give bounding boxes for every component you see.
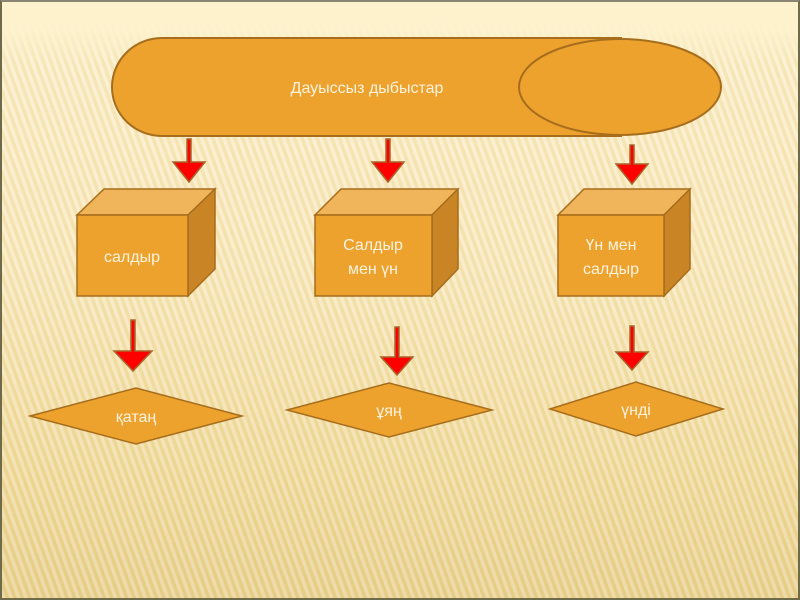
cube-front-face [76, 214, 189, 297]
cube-front-face [557, 214, 665, 297]
arrow-category-3-to-result-3 [614, 325, 650, 372]
cube-front-face [314, 214, 433, 297]
result-node-3-label: үнді [621, 402, 651, 419]
arrow-down-icon [614, 325, 650, 372]
category-node-2-label-line-1: Салдыр [343, 237, 403, 254]
root-node-label: Дауыссыз дыбыстар [291, 80, 444, 97]
diamond-shape [284, 382, 495, 438]
category-node-1-label: салдыр [104, 249, 160, 266]
category-node-2-label-line-2: мен үн [348, 261, 398, 278]
root-node-cover [160, 39, 580, 135]
diamond-shape [547, 381, 726, 437]
result-node-1: қатаң [27, 387, 245, 445]
arrow-category-2-to-result-2 [379, 326, 415, 377]
result-node-3: үнді [547, 381, 726, 437]
arrow-root-to-category-2 [370, 138, 406, 184]
result-node-2-label: ұяң [376, 403, 402, 420]
arrow-root-to-category-1 [171, 138, 207, 184]
result-node-1-label: қатаң [116, 409, 157, 426]
category-node-3-label-line-2: салдыр [583, 261, 639, 278]
arrow-category-1-to-result-1 [112, 319, 154, 373]
category-node-1: салдыр [75, 187, 217, 298]
arrow-down-icon [112, 319, 154, 373]
root-node-right-cap [518, 38, 722, 136]
arrow-down-icon [614, 144, 650, 186]
arrow-down-icon [370, 138, 406, 184]
arrow-root-to-category-3 [614, 144, 650, 186]
category-node-2: Салдыр мен үн [313, 187, 460, 298]
arrow-down-icon [171, 138, 207, 184]
diamond-shape [27, 387, 245, 445]
arrow-down-icon [379, 326, 415, 377]
category-node-3-label-line-1: Үн мен [586, 237, 637, 254]
result-node-2: ұяң [284, 382, 495, 438]
category-node-3: Үн мен салдыр [556, 187, 692, 298]
root-node: Дауыссыз дыбыстар [111, 37, 722, 137]
